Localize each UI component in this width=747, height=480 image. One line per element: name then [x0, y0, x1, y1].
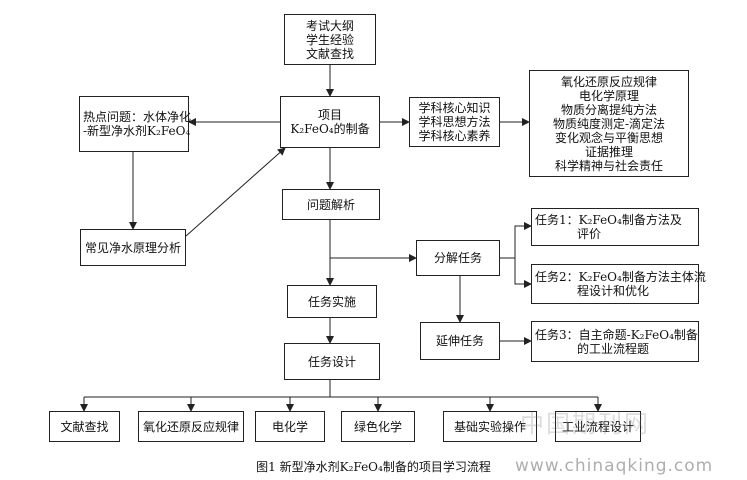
node-task1: 任务1：K₂FeO₄制备方法及 评价 — [531, 208, 699, 246]
bottom-basic-experiment: 基础实验操作 — [443, 411, 537, 442]
watermark-url: www.chinaqking.com — [515, 456, 714, 476]
figure-caption: 图1 新型净水剂K₂FeO₄制备的项目学习流程 — [256, 460, 491, 474]
node-common-principles: 常见净水原理分析 — [80, 229, 186, 266]
bottom-green-chemistry: 绿色化学 — [341, 411, 415, 442]
node-design: 任务设计 — [284, 343, 380, 380]
node-sources: 考试大纲 学生经验 文献查找 — [284, 14, 376, 65]
node-project: 项目 K₂FeO₄的制备 — [280, 96, 380, 148]
bottom-literature: 文献查找 — [49, 411, 120, 442]
node-hotspot: 热点问题：水体净化 -新型净水剂K₂FeO₄ — [79, 96, 191, 152]
node-core-literacy: 学科核心知识 学科思想方法 学科核心素养 — [409, 97, 500, 147]
node-analysis: 问题解析 — [282, 189, 380, 220]
node-task3: 任务3：自主命题-K₂FeO₄制备 的工业流程题 — [531, 321, 699, 362]
bottom-electrochemistry: 电化学 — [255, 411, 325, 442]
arrow-common-to-project — [185, 147, 286, 237]
bottom-redox: 氧化还原反应规律 — [138, 411, 244, 442]
watermark-logo: 中国期刊网 — [520, 410, 650, 438]
bottom-industrial-process: 工业流程设计 — [555, 411, 641, 442]
node-decompose: 分解任务 — [416, 240, 500, 276]
node-skills: 氧化还原反应规律 电化学原理 物质分离提纯方法 物质纯度测定-滴定法 变化观念与… — [529, 70, 689, 177]
node-implement: 任务实施 — [287, 285, 377, 318]
arrow-decompose-to-task1 — [500, 222, 532, 259]
node-extend: 延伸任务 — [420, 322, 500, 360]
node-task2: 任务2：K₂FeO₄制备方法主体流 程设计和优化 — [531, 264, 706, 304]
arrow-decompose-to-task2 — [514, 258, 532, 288]
